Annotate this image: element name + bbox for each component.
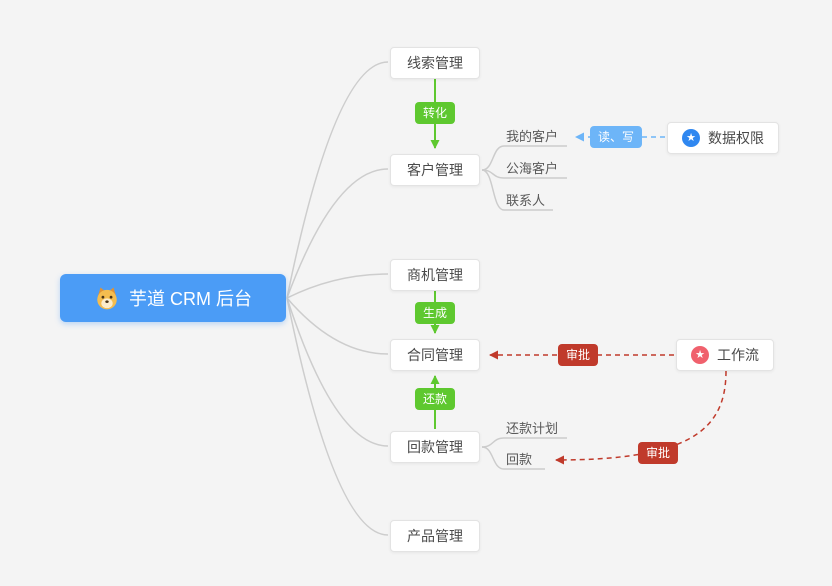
node-customer-management[interactable]: 客户管理 xyxy=(390,154,480,186)
edge-root-to-receivables xyxy=(286,297,389,447)
node-workflow[interactable]: ★ 工作流 xyxy=(676,339,774,371)
subnode-payment[interactable]: 回款 xyxy=(506,452,533,467)
edge-label-repay[interactable]: 还款 xyxy=(414,388,456,410)
subnode-repayment-plan[interactable]: 还款计划 xyxy=(506,421,559,436)
edge-label-convert[interactable]: 转化 xyxy=(414,102,456,124)
edge-label-read-write[interactable]: 读、写 xyxy=(589,126,643,148)
edge-root-to-leads xyxy=(286,61,389,299)
root-node-label: 芋道 CRM 后台 xyxy=(129,289,252,309)
node-data-permission[interactable]: ★ 数据权限 xyxy=(667,122,779,154)
edge-root-to-customers xyxy=(286,168,389,299)
node-contract-management[interactable]: 合同管理 xyxy=(390,339,480,371)
edge-root-to-opportunities xyxy=(286,273,389,299)
star-icon: ★ xyxy=(682,129,700,147)
node-receivable-management[interactable]: 回款管理 xyxy=(390,431,480,463)
arrow-workflow-to-payment xyxy=(555,370,727,465)
edge-receivables-to-payment xyxy=(481,446,545,470)
edge-receivables-to-repayment-plan xyxy=(481,437,567,448)
edge-customers-to-contacts xyxy=(481,169,553,211)
edge-root-to-contracts xyxy=(286,297,389,355)
edge-label-approve-receivable[interactable]: 审批 xyxy=(637,442,679,464)
edge-customers-to-my-customers xyxy=(481,145,567,171)
star-icon: ★ xyxy=(691,346,709,364)
dog-face-icon xyxy=(97,287,117,310)
node-label: 数据权限 xyxy=(708,130,764,146)
subnode-contacts[interactable]: 联系人 xyxy=(506,193,546,208)
edge-root-to-products xyxy=(286,297,389,536)
root-node-crm-backend[interactable]: 芋道 CRM 后台 xyxy=(60,274,286,322)
edge-label-generate[interactable]: 生成 xyxy=(414,302,456,324)
edge-label-approve-contract[interactable]: 审批 xyxy=(557,344,599,366)
node-product-management[interactable]: 产品管理 xyxy=(390,520,480,552)
node-lead-management[interactable]: 线索管理 xyxy=(390,47,480,79)
subnode-public-customers[interactable]: 公海客户 xyxy=(506,161,559,176)
subnode-my-customers[interactable]: 我的客户 xyxy=(506,129,559,144)
node-opportunity-management[interactable]: 商机管理 xyxy=(390,259,480,291)
node-label: 工作流 xyxy=(717,347,759,363)
